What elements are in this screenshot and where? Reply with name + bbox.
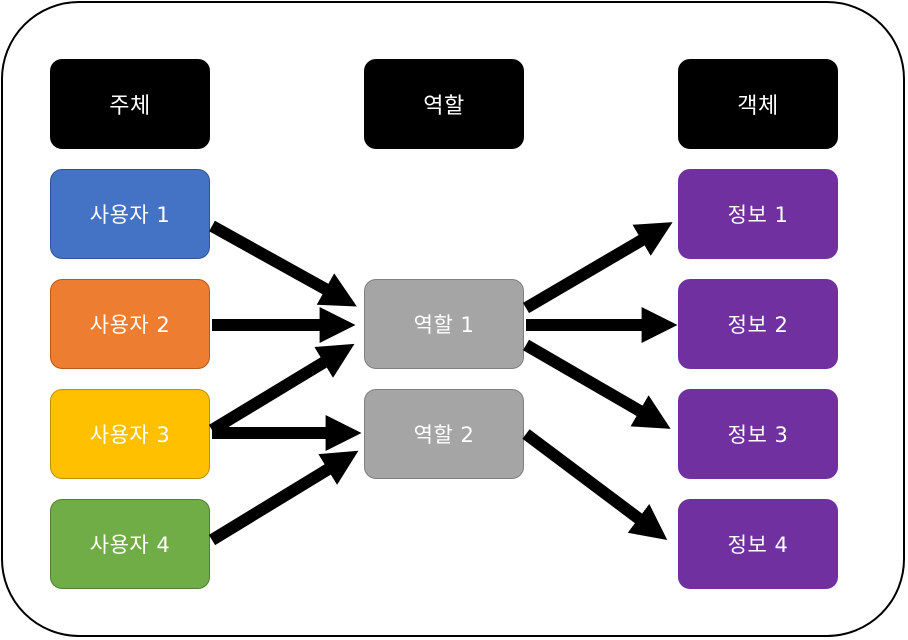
- role-1: 역할 1: [364, 279, 524, 369]
- object-info-1: 정보 1: [678, 169, 838, 259]
- subject-user-1: 사용자 1: [50, 169, 210, 259]
- subject-user-2: 사용자 2: [50, 279, 210, 369]
- object-info-3: 정보 3: [678, 389, 838, 479]
- role-2: 역할 2: [364, 389, 524, 479]
- arrow-user4-role2: [208, 450, 359, 546]
- subject-user-3: 사용자 3: [50, 389, 210, 479]
- arrow-user3-role1: [208, 343, 355, 436]
- header-role: 역할: [364, 59, 524, 149]
- subject-user-4: 사용자 4: [50, 499, 210, 589]
- header-subject: 주체: [50, 59, 210, 149]
- object-info-4: 정보 4: [678, 499, 838, 589]
- object-info-2: 정보 2: [678, 279, 838, 369]
- header-object: 객체: [678, 59, 838, 149]
- arrow-role2-info4: [522, 429, 668, 540]
- arrow-role1-info1: [522, 222, 673, 314]
- arrow-user1-role1: [209, 220, 357, 307]
- arrow-role1-info3: [522, 339, 671, 429]
